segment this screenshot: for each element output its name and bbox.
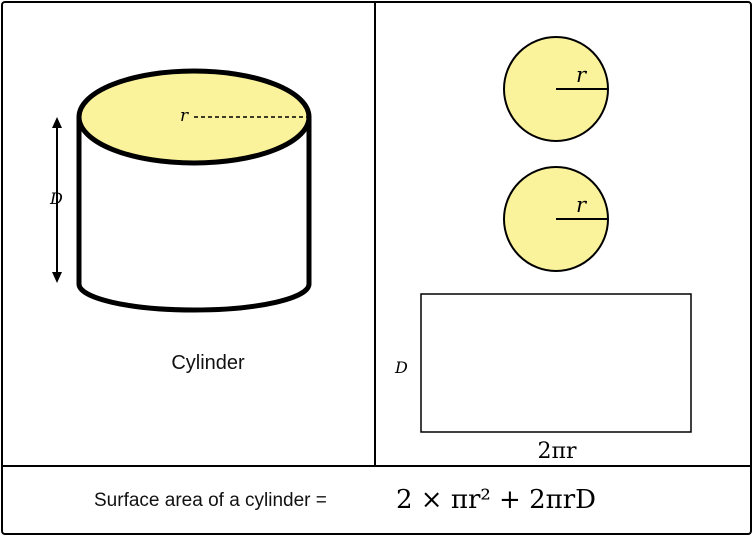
- net-rectangle-width-label: 2πr: [538, 439, 577, 464]
- net-circle-top-radius-label: r: [576, 63, 588, 87]
- formula-text: Surface area of a cylinder =: [94, 490, 327, 511]
- cylinder-radius-label: r: [180, 106, 189, 126]
- cylinder-figure: r D Cylinder: [49, 68, 312, 374]
- net-rectangle-height-label: D: [394, 358, 408, 377]
- cylinder-height-label: D: [49, 189, 63, 208]
- height-arrow-head-up: [52, 117, 62, 128]
- net-circle-bottom-radius-label: r: [576, 193, 588, 217]
- height-arrow-head-down: [52, 272, 62, 283]
- formula-expression: 2 × πr² + 2πrD: [396, 485, 596, 515]
- net-rectangle: [420, 293, 692, 433]
- cylinder-caption: Cylinder: [171, 352, 245, 374]
- formula-row: Surface area of a cylinder = 2 × πr² + 2…: [94, 485, 596, 515]
- cylinder-body: [76, 117, 312, 313]
- cylinder-net: r r D 2πr: [394, 36, 692, 464]
